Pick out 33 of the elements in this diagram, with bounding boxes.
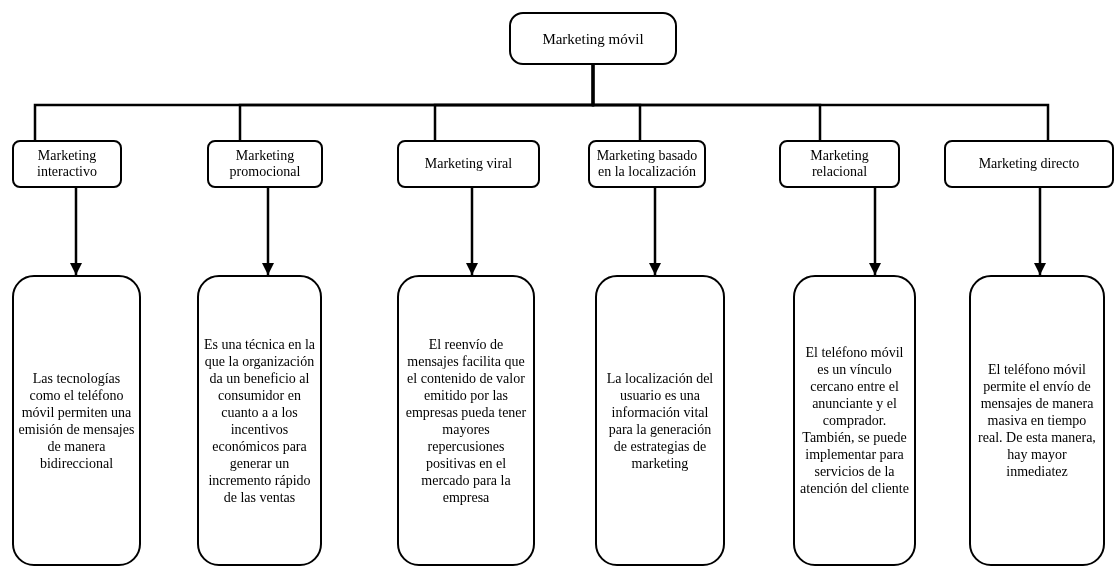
category-box xyxy=(944,140,1114,188)
node-text: Marketing interactivo xyxy=(36,148,98,180)
category-box xyxy=(397,140,540,188)
description-box xyxy=(595,275,725,566)
node-text: El reenvío de mensajes facilita que el contenido de valor emitido por las empresas pueda tener mayores repercusiones positivas en el mercado para la empresa xyxy=(404,335,528,506)
description-box xyxy=(793,275,916,566)
node-text: El teléfono móvil es un vínculo cercano entre el anunciante y el comprador. También, se puede implementar para servicios de la atención del cliente xyxy=(799,344,910,497)
category-box xyxy=(779,140,900,188)
node-text: Marketing directo xyxy=(978,156,1080,172)
node-text: El teléfono móvil permite el envío de mensajes de manera masiva en tiempo real. De esta manera, hay mayor inmediatez xyxy=(977,361,1097,480)
node-text: La localización del usuario es una información vital para la generación de estrategias de marketing xyxy=(605,369,715,472)
arrow xyxy=(1033,188,1047,275)
category-box xyxy=(12,140,122,188)
arrow xyxy=(261,188,275,275)
node-text: Las tecnologías como el teléfono móvil permiten una emisión de mensajes de manera bidireccional xyxy=(18,369,135,472)
arrow xyxy=(868,188,882,275)
root-box xyxy=(509,12,677,65)
description-box xyxy=(12,275,141,566)
node-text: Marketing viral xyxy=(424,156,513,172)
node-text: Marketing relacional xyxy=(809,148,870,180)
node-text: Marketing basado en la localización xyxy=(595,148,699,180)
node-text: Marketing promocional xyxy=(228,148,302,180)
description-box xyxy=(397,275,535,566)
arrow xyxy=(648,188,662,275)
arrow xyxy=(69,188,83,275)
node-text: Marketing móvil xyxy=(542,30,644,47)
node-text: Es una técnica en la que la organización da un beneficio al consumidor en cuanto a a los incentivos económicos para generar un incremento rápido de las ventas xyxy=(203,335,316,506)
description-box xyxy=(969,275,1105,566)
description-box xyxy=(197,275,322,566)
arrow xyxy=(465,188,479,275)
category-box xyxy=(588,140,706,188)
category-box xyxy=(207,140,323,188)
connector-line xyxy=(591,65,1050,140)
